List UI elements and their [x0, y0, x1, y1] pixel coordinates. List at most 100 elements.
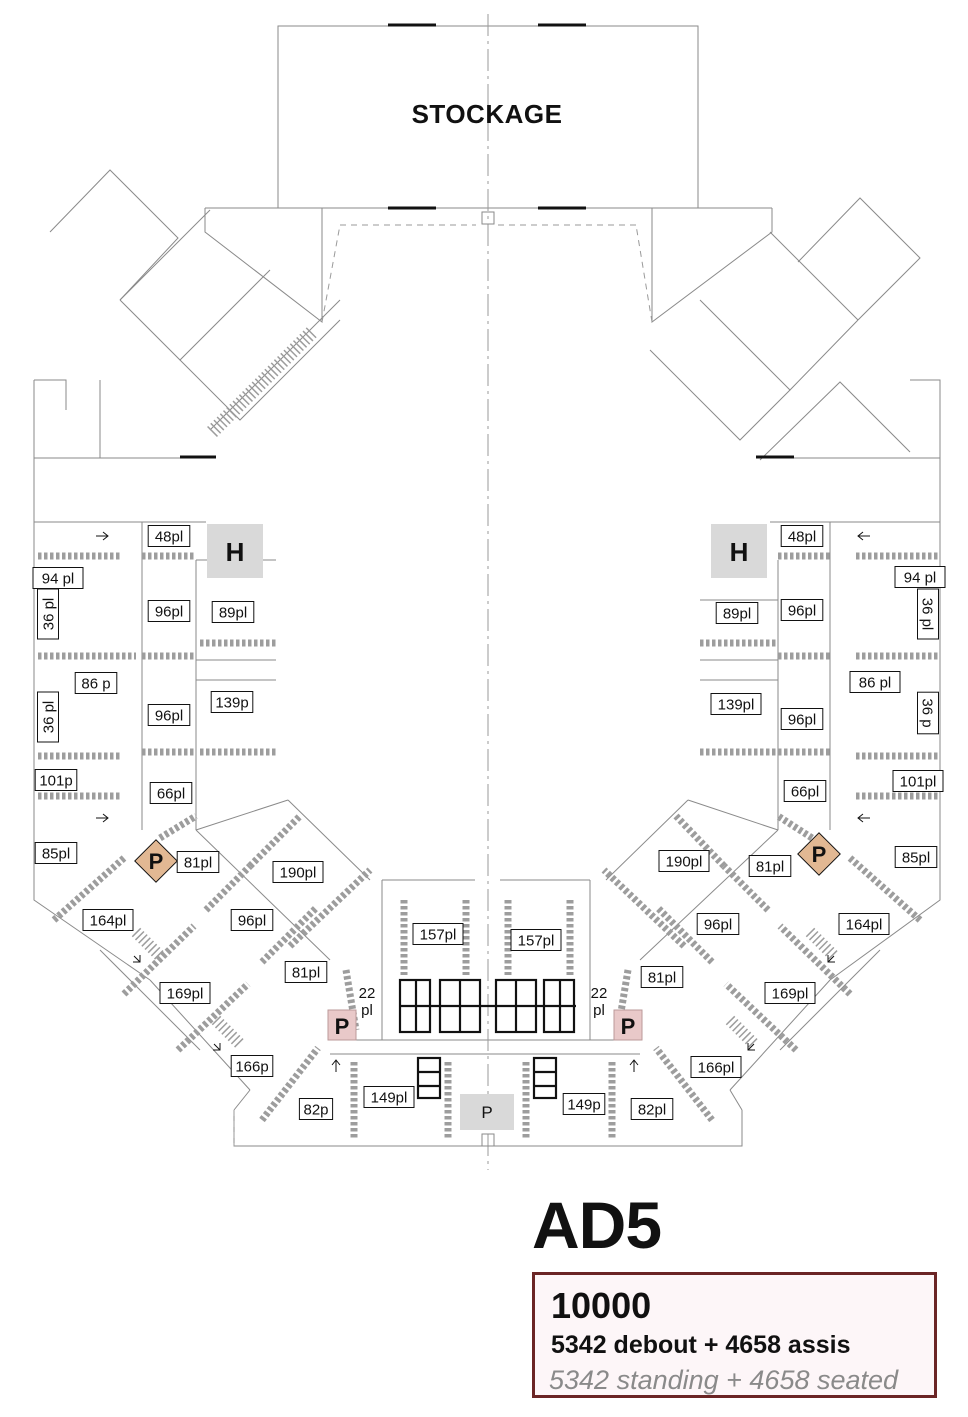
- seating-block-label: 157pl: [420, 927, 457, 944]
- seating-block: 96pl: [147, 600, 191, 622]
- seating-block-box: [640, 966, 684, 988]
- seating-block-box: [780, 525, 824, 547]
- seating-block-label: 101pl: [900, 774, 937, 791]
- seating-block-label: 149pl: [371, 1090, 408, 1107]
- seating-block-box: [82, 909, 134, 931]
- seating-block-box: [363, 1086, 415, 1108]
- seating-block: 96pl: [696, 913, 740, 935]
- seating-block: 101pl: [892, 770, 944, 792]
- capacity-summary-box: 10000 5342 debout + 4658 assis 5342 stan…: [532, 1272, 937, 1398]
- seating-block-label: 66pl: [791, 784, 819, 801]
- seating-block-box: [298, 1098, 334, 1120]
- seating-block: 66pl: [783, 780, 827, 802]
- seating-block: 149p: [562, 1093, 606, 1115]
- seating-block-box: [764, 982, 816, 1004]
- parking-marker-label: P: [481, 1103, 492, 1122]
- parking-marker-center: P: [460, 1094, 514, 1130]
- seating-block: 81pl: [640, 966, 684, 988]
- seating-block: 81pl: [748, 855, 792, 877]
- seating-block-label: 96pl: [155, 708, 183, 725]
- seating-block-box: [630, 1098, 674, 1120]
- seating-block-box: [37, 691, 59, 743]
- seating-block: 89pl: [211, 601, 255, 623]
- seating-block: 82p: [298, 1098, 334, 1120]
- seating-block: 139pl: [710, 693, 762, 715]
- seating-block-label: 89pl: [219, 605, 247, 622]
- seating-block-box: [37, 588, 59, 640]
- seating-block: 149pl: [363, 1086, 415, 1108]
- seating-block-label: 96pl: [155, 604, 183, 621]
- seating-block: 81pl: [176, 851, 220, 873]
- seating-block-box: [147, 525, 191, 547]
- arena-floor-boundary: [233, 14, 653, 1170]
- seating-block-label: 85pl: [42, 846, 70, 863]
- parking-marker-label: P: [149, 849, 164, 874]
- seating-block-label: 48pl: [788, 529, 816, 546]
- seating-block-label: 96pl: [238, 913, 266, 930]
- seating-block: 36 pl: [37, 588, 59, 640]
- seating-block-label: 139pl: [718, 697, 755, 714]
- seating-block-label: 85pl: [902, 850, 930, 867]
- seating-block-box: [149, 782, 193, 804]
- seating-block-box: [284, 961, 328, 983]
- seating-block-box: [412, 923, 464, 945]
- stairs: [131, 327, 839, 1049]
- seating-block-label: 36 pl: [41, 598, 58, 631]
- parking-marker-front-left: P: [327, 1009, 357, 1041]
- seating-block-box: [211, 601, 255, 623]
- parking-marker-left-diamond: P: [134, 839, 178, 883]
- seating-block-label: 36 p: [919, 698, 936, 727]
- seating-block: 96pl: [780, 599, 824, 621]
- seating-block-label: 36 pl: [41, 701, 58, 734]
- seating-block: 164pl: [838, 913, 890, 935]
- parking-marker-label: P: [335, 1014, 350, 1039]
- seating-block: 190pl: [272, 861, 324, 883]
- storage-room-label: STOCKAGE: [412, 99, 563, 129]
- seating-block-box: [74, 672, 118, 694]
- seating-block: 48pl: [780, 525, 824, 547]
- seating-block-label: 101p: [39, 773, 72, 790]
- seating-block-label: 164pl: [90, 913, 127, 930]
- seating-block-box: [715, 602, 759, 624]
- seating-block: 48pl: [147, 525, 191, 547]
- hospitality-marker-left: H: [207, 524, 263, 578]
- seating-block-label: 66pl: [157, 786, 185, 803]
- seating-block-label: 89pl: [723, 606, 751, 623]
- seating-block-box: [690, 1056, 742, 1078]
- capacity-breakdown-french: 5342 debout + 4658 assis: [551, 1331, 851, 1359]
- seating-block: 86 pl: [849, 671, 901, 693]
- seating-block-box: [210, 691, 254, 713]
- seating-block-label: 81pl: [756, 859, 784, 876]
- seating-block-box: [510, 929, 562, 951]
- seating-block-label: 82pl: [638, 1102, 666, 1119]
- seating-block-box: [34, 769, 78, 791]
- seating-block-label: 82p: [303, 1102, 328, 1119]
- seating-block-box: [696, 913, 740, 935]
- seating-block-box: [272, 861, 324, 883]
- seating-block-label: 86 pl: [859, 675, 892, 692]
- capacity-breakdown-english: 5342 standing + 4658 seated: [549, 1365, 899, 1395]
- seating-block-box: [147, 704, 191, 726]
- entry-arrows: [96, 531, 870, 1072]
- seating-block-label: 96pl: [788, 712, 816, 729]
- seating-block: 85pl: [894, 846, 938, 868]
- seating-block-box: [748, 855, 792, 877]
- seating-block-label: 190pl: [280, 865, 317, 882]
- seating-block-box: [562, 1093, 606, 1115]
- seating-block: 157pl: [412, 923, 464, 945]
- parking-marker-front-right: P: [613, 1009, 643, 1041]
- seating-block: 164pl: [82, 909, 134, 931]
- seating-block: 81pl: [284, 961, 328, 983]
- seating-block: 166p: [230, 1055, 274, 1077]
- hospitality-marker-right: H: [711, 524, 767, 578]
- total-capacity: 10000: [551, 1285, 652, 1326]
- seating-block-box: [783, 780, 827, 802]
- seating-block-label: 169pl: [167, 986, 204, 1003]
- seating-block-box: [230, 1055, 274, 1077]
- stage-structure: [398, 978, 576, 1100]
- seating-block-label: 48pl: [155, 529, 183, 546]
- seating-block: 94 pl: [32, 567, 84, 589]
- parking-marker-label: P: [621, 1014, 636, 1039]
- seating-block-box: [917, 691, 939, 735]
